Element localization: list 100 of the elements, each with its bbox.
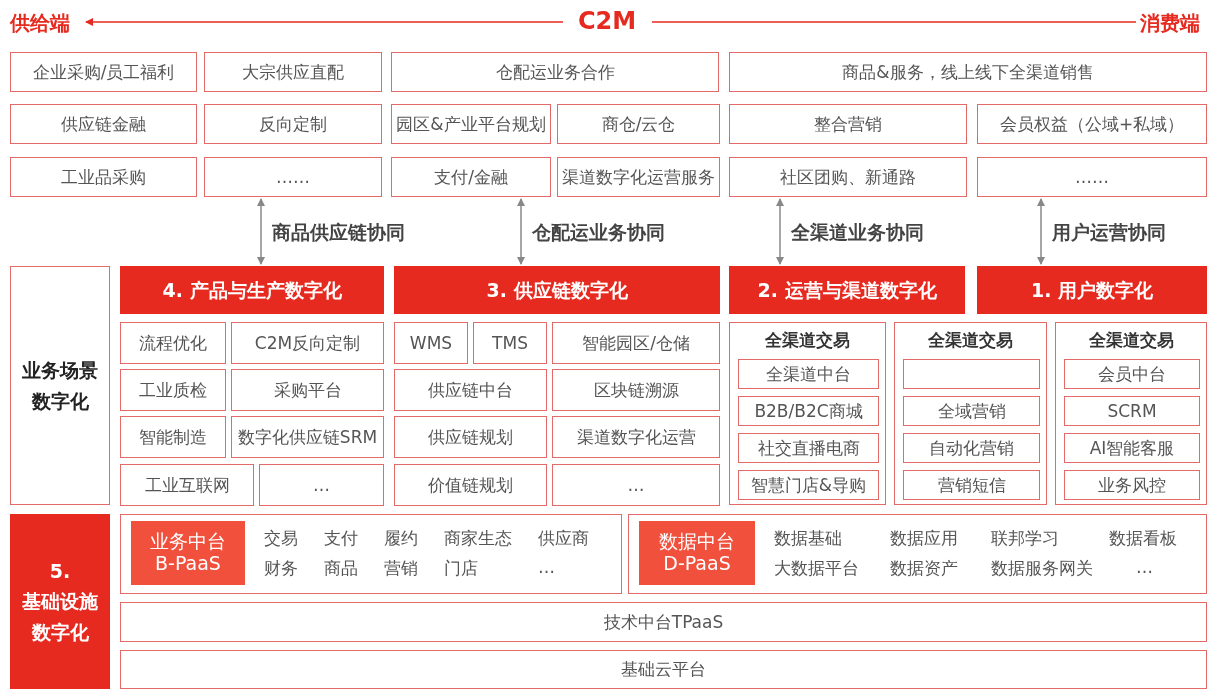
box-label: 流程优化 bbox=[139, 332, 207, 354]
section-banner bbox=[120, 266, 384, 314]
capability-label: 数据服务网关 bbox=[991, 557, 1093, 580]
capability-label: 履约 bbox=[384, 527, 418, 550]
box-label: 基础云平台 bbox=[621, 659, 706, 680]
section-title: 2. 运营与渠道数字化 bbox=[757, 278, 937, 302]
section-title: 5. 基础设施数字化 bbox=[21, 558, 99, 645]
capability-box bbox=[903, 359, 1040, 389]
group-panel bbox=[628, 514, 1207, 594]
box-label: 会员中台 bbox=[1098, 363, 1166, 385]
layer-label-box bbox=[10, 266, 110, 505]
edge-label: 仓配运业务协同 bbox=[532, 219, 665, 245]
box-label: 区块链溯源 bbox=[593, 379, 679, 401]
capability-box bbox=[231, 322, 384, 364]
box-label: …… bbox=[1075, 166, 1109, 188]
box-label: C2M反向定制 bbox=[254, 332, 361, 354]
capability-box bbox=[204, 157, 382, 197]
capability-box bbox=[120, 464, 254, 506]
capability-label: … bbox=[1136, 557, 1153, 577]
box-label: 数据中台 bbox=[659, 531, 735, 553]
capability-box bbox=[10, 104, 197, 144]
capability-label: 联邦学习 bbox=[991, 527, 1059, 550]
capability-box bbox=[120, 322, 226, 364]
box-label: 支付/金融 bbox=[434, 166, 508, 188]
capability-box bbox=[10, 52, 197, 92]
double-arrow bbox=[776, 198, 784, 265]
capability-box bbox=[1064, 470, 1200, 500]
capability-box bbox=[391, 157, 551, 197]
capability-box bbox=[394, 416, 547, 458]
box-label: … bbox=[313, 474, 330, 496]
section-banner bbox=[394, 266, 720, 314]
box-label: 价值链规划 bbox=[428, 474, 513, 496]
box-label: AI智能客服 bbox=[1089, 437, 1175, 459]
capability-label: 门店 bbox=[444, 557, 478, 580]
box-label: 技术中台TPaaS bbox=[603, 611, 724, 633]
panel-heading: 全渠道交易 bbox=[1087, 329, 1175, 352]
capability-box bbox=[557, 104, 720, 144]
capability-box bbox=[738, 470, 879, 500]
box-label: … bbox=[627, 474, 645, 496]
platform-tag bbox=[639, 521, 755, 585]
box-label: WMS bbox=[409, 332, 453, 354]
box-label: 业务场景数字化 bbox=[21, 358, 99, 414]
box-label: 企业采购/员工福利 bbox=[32, 61, 175, 83]
box-label: 营销短信 bbox=[937, 474, 1006, 496]
box-label: 会员权益（公域+私域） bbox=[999, 113, 1185, 135]
capability-box bbox=[552, 322, 720, 364]
box-label: 全渠道中台 bbox=[766, 363, 851, 385]
capability-label: 商品 bbox=[324, 557, 358, 580]
capability-box bbox=[231, 416, 384, 458]
box-label: 供应链金融 bbox=[61, 113, 146, 135]
capability-box bbox=[204, 104, 382, 144]
capability-box bbox=[903, 396, 1040, 426]
box-label: 反向定制 bbox=[259, 113, 327, 135]
box-label: 智能园区/仓储 bbox=[582, 332, 690, 354]
box-label: 园区&产业平台规划 bbox=[396, 113, 546, 135]
capability-box bbox=[903, 433, 1040, 463]
capability-box bbox=[231, 369, 384, 411]
capability-box bbox=[120, 602, 1207, 642]
group-panel bbox=[120, 514, 622, 594]
capability-label: 营销 bbox=[384, 557, 418, 580]
double-arrow bbox=[517, 198, 525, 265]
capability-label: … bbox=[538, 557, 555, 577]
box-label: 仓配运业务合作 bbox=[495, 61, 615, 83]
group-panel bbox=[1055, 322, 1207, 505]
capability-label: 供应商 bbox=[538, 527, 589, 550]
capability-label: 商家生态 bbox=[444, 527, 512, 550]
box-label: 社区团购、新通路 bbox=[780, 166, 916, 188]
box-label: …… bbox=[276, 166, 310, 188]
box-label: 采购平台 bbox=[273, 379, 342, 401]
capability-label: 数据看板 bbox=[1109, 527, 1177, 550]
box-label: 工业品采购 bbox=[61, 166, 146, 188]
box-label: 供应链规划 bbox=[428, 426, 513, 448]
capability-box bbox=[729, 104, 967, 144]
panel-heading: 全渠道交易 bbox=[927, 329, 1014, 352]
box-label: 业务中台 bbox=[150, 531, 226, 553]
capability-label: 财务 bbox=[264, 557, 298, 580]
capability-box bbox=[120, 369, 226, 411]
edge-label: 商品供应链协同 bbox=[272, 219, 405, 245]
capability-label: 支付 bbox=[324, 527, 358, 550]
platform-tag bbox=[131, 521, 245, 585]
panel-heading: 全渠道交易 bbox=[764, 329, 851, 352]
capability-box bbox=[473, 322, 547, 364]
capability-box bbox=[738, 359, 879, 389]
capability-box bbox=[729, 157, 967, 197]
box-label: 供应链中台 bbox=[428, 379, 513, 401]
capability-label: 交易 bbox=[264, 527, 298, 550]
box-label: 渠道数字化运营服务 bbox=[562, 166, 715, 188]
capability-box bbox=[120, 416, 226, 458]
capability-label: 数据应用 bbox=[890, 527, 958, 550]
capability-box bbox=[557, 157, 720, 197]
capability-box bbox=[977, 157, 1207, 197]
box-label: SCRM bbox=[1107, 400, 1157, 422]
end-label: 消费端 bbox=[1140, 10, 1200, 37]
box-label: 全域营销 bbox=[937, 400, 1006, 422]
box-label: 业务风控 bbox=[1098, 474, 1166, 496]
capability-box bbox=[1064, 359, 1200, 389]
capability-label: 大数据平台 bbox=[774, 557, 859, 580]
capability-box bbox=[391, 52, 719, 92]
section-title: 1. 用户数字化 bbox=[1030, 278, 1154, 302]
section-banner bbox=[729, 266, 965, 314]
